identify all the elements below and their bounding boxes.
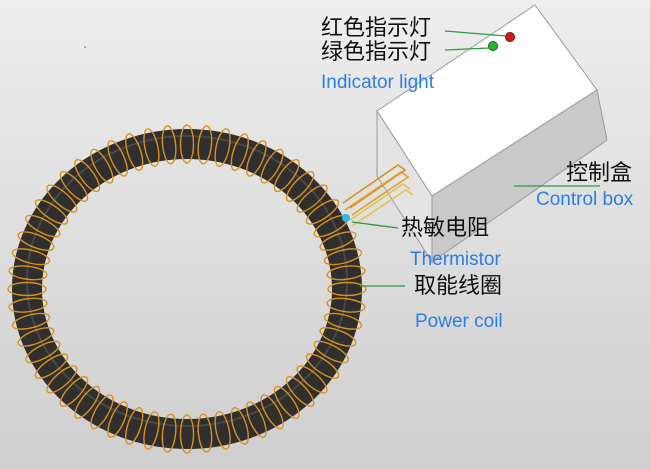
coil-winding-turn <box>296 184 328 213</box>
coil-winding-turn <box>326 297 366 313</box>
coil-winding-turn <box>34 199 69 225</box>
coil-winding-turn <box>313 340 349 364</box>
coil-winding-turn <box>179 414 195 454</box>
coil-winding-turn <box>161 413 177 453</box>
coil-winding-turn <box>305 199 340 225</box>
coil-winding-turn <box>107 140 128 177</box>
coil-winding-turn <box>246 401 267 438</box>
power-coil <box>7 124 367 454</box>
coil-winding-turn <box>143 411 160 450</box>
power-coil-label-en: Power coil <box>415 311 503 332</box>
coil-winding-turn <box>8 297 48 313</box>
coil-winding-turn <box>46 184 78 213</box>
coil-winding-turn <box>59 376 89 407</box>
coil-winding-turn <box>285 376 315 407</box>
green-indicator-led <box>488 41 498 51</box>
coil-winding-turn <box>107 401 128 438</box>
thermistor-leader <box>351 221 399 229</box>
thermistor-wire <box>349 183 411 221</box>
thermistor-wires <box>342 164 414 227</box>
coil-winding-turn <box>326 265 366 281</box>
coil-winding-turn <box>327 281 367 297</box>
coil-winding-turn <box>323 248 363 266</box>
red-indicator-leader <box>444 30 507 37</box>
leader-lines <box>351 30 600 287</box>
coil-winding-turn <box>74 385 101 419</box>
thermistor-label-cn: 热敏电阻 <box>401 216 490 241</box>
green-indicator-label-cn: 绿色指示灯 <box>321 40 432 65</box>
coil-winding-turn <box>273 159 300 193</box>
green-indicator-leader <box>444 47 490 51</box>
coil-winding-turn <box>246 140 267 177</box>
coil-winding-turn <box>230 406 249 445</box>
coil-winding-turn <box>17 327 55 347</box>
coil-winding-turn <box>125 133 144 172</box>
coil-winding-turn <box>273 385 300 419</box>
coil-winding-turn <box>7 281 47 297</box>
coil-winding-turn <box>25 340 61 364</box>
coil-winding-turn <box>125 406 144 445</box>
coil-winding-turn <box>319 327 357 347</box>
coil-winding-turn <box>214 128 231 167</box>
coil-winding-turn <box>161 125 177 165</box>
coil-winding-turn <box>59 171 89 202</box>
coil-winding-turn <box>46 365 78 394</box>
coil-winding-turn <box>8 265 48 281</box>
coil-winding-turn <box>143 128 160 167</box>
thermistor-sensor <box>342 214 350 222</box>
indicator-label-en: Indicator light <box>321 72 435 93</box>
coil-winding-turn <box>323 312 363 330</box>
coil-winding-turn <box>260 394 284 430</box>
power-coil-label-cn: 取能线圈 <box>414 274 503 299</box>
power-coil-core <box>12 129 362 449</box>
coil-winding-turn <box>197 125 213 165</box>
red-indicator-led <box>505 32 515 42</box>
coil-winding-turn <box>34 353 69 379</box>
coil-winding-turn <box>285 171 315 202</box>
thermistor-wire <box>344 171 410 216</box>
control-box-label-cn: 控制盒 <box>566 161 633 186</box>
coil-winding-turn <box>296 365 328 394</box>
thermistor-wire <box>351 189 414 227</box>
coil-winding-turn <box>11 248 51 266</box>
control-box <box>376 4 608 264</box>
coil-winding-turn <box>179 124 195 164</box>
coil-winding-turn <box>319 231 357 251</box>
coil-winding-turn <box>260 148 284 184</box>
stray-dot <box>84 46 86 48</box>
coil-winding-turn <box>17 231 55 251</box>
coil-winding-turn <box>214 411 231 450</box>
thermistor-label-en: Thermistor <box>410 249 501 270</box>
coil-winding-turn <box>90 394 114 430</box>
thermistor-wire <box>342 164 407 209</box>
control-box-label-en: Control box <box>536 189 634 210</box>
coil-winding-turn <box>230 133 249 172</box>
coil-winding-turn <box>305 353 340 379</box>
coil-winding-turn <box>74 159 101 193</box>
power-coil-winding <box>7 124 367 454</box>
coil-winding-turn <box>90 148 114 184</box>
red-indicator-label-cn: 红色指示灯 <box>321 16 432 41</box>
coil-winding-turn <box>25 214 61 238</box>
power-coil-core-highlight <box>26 135 348 427</box>
control-box-side-face <box>431 89 608 263</box>
coil-winding-turn <box>11 312 51 330</box>
coil-winding-turn <box>197 413 213 453</box>
